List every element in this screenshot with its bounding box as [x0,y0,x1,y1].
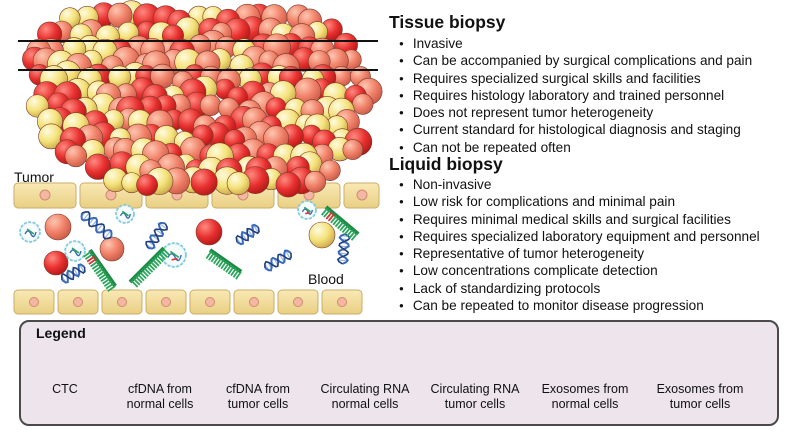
legend-item-cfdna-tumor: cfDNA from tumor cells [188,340,328,412]
tissue-biopsy-heading: Tissue biopsy [389,12,506,32]
exosome-tumor [297,200,317,220]
exosome-normal [19,221,41,243]
ctc [44,213,72,241]
tumor-cell [304,170,326,193]
legend-item-exo-tumor: Exosomes from tumor cells [630,340,770,412]
tumor-cell [275,172,301,198]
ctc [195,218,223,246]
liquid-biopsy-heading: Liquid biopsy [389,154,503,174]
tissue-biopsy-point: Current standard for histological diagno… [399,121,752,138]
cfdna-normal [264,249,292,272]
tissue-biopsy-point: Can be accompanied by surgical complicat… [399,52,752,69]
tumor-cell [342,139,364,160]
tumor-cell [352,93,374,115]
legend-item-exo-normal: Exosomes from normal cells [515,340,655,412]
legend-label: Exosomes from tumor cells [656,382,744,411]
tumor-label: Tumor [14,169,54,185]
bloodstream-contents [19,200,360,292]
tissue-biopsy-point: Can not be repeated often [399,139,752,156]
legend-item-rna-normal: Circulating RNA normal cells [295,340,435,412]
tumor-cell [190,168,218,196]
cfdna-tumor [60,263,86,284]
legend-label: CTC [52,382,78,396]
ctc [308,221,336,249]
legend-label: Exosomes from normal cells [541,382,629,411]
tumor-cell [319,159,341,181]
tumor-cell [136,174,158,196]
liquid-biopsy-point: Non-invasive [399,176,760,193]
blood-label: Blood [308,271,344,287]
tumor-cell [199,94,222,116]
liquid-biopsy-list: Non-invasiveLow risk for complications a… [399,176,760,314]
cfdna-normal [80,211,113,240]
tissue-biopsy-point: Invasive [399,35,752,52]
cfdna-tumor [336,233,351,265]
exosome-normal [64,240,86,262]
cfdna-tumor [235,223,260,246]
liquid-biopsy-point: Requires specialized laboratory equipmen… [399,228,760,245]
tissue-biopsy-list: InvasiveCan be accompanied by surgical c… [399,35,752,156]
legend-item-cfdna-normal: cfDNA from normal cells [90,340,230,412]
vessel-wall-bottom [13,289,363,315]
legend-item-ctc: CTC [0,340,135,397]
rna-tumor [320,205,360,241]
ctc [43,250,69,276]
legend-item-rna-tumor: Circulating RNA tumor cells [405,340,545,412]
tissue-biopsy-point: Requires specialized surgical skills and… [399,70,752,87]
ctc [99,236,125,262]
legend-title: Legend [36,325,86,341]
liquid-biopsy-point: Lack of standardizing protocols [399,280,760,297]
tissue-biopsy-point: Requires histology laboratory and traine… [399,87,752,104]
legend-label: cfDNA from normal cells [126,382,194,411]
rna-normal [205,248,243,280]
legend-label: cfDNA from tumor cells [226,382,290,411]
tissue-biopsy-point: Does not represent tumor heterogeneity [399,104,752,121]
cfdna-tumor [145,221,168,250]
liquid-biopsy-point: Representative of tumor heterogeneity [399,245,760,262]
tumor-cell [84,153,112,180]
liquid-biopsy-point: Low risk for complications and minimal p… [399,193,760,210]
rna-normal [128,246,171,288]
liquid-biopsy-point: Low concentrations complicate detection [399,262,760,279]
liquid-biopsy-point: Requires minimal medical skills and surg… [399,211,760,228]
rna-tumor [83,248,117,292]
legend-label: Circulating RNA normal cells [320,382,410,411]
tumor-cell-cluster [22,0,383,198]
liquid-biopsy-point: Can be repeated to monitor disease progr… [399,297,760,314]
exosome-normal [115,204,135,224]
legend-label: Circulating RNA tumor cells [430,382,520,411]
legend-panel [19,320,779,426]
tumor-cell [226,171,251,196]
tumor-cell [64,144,88,168]
